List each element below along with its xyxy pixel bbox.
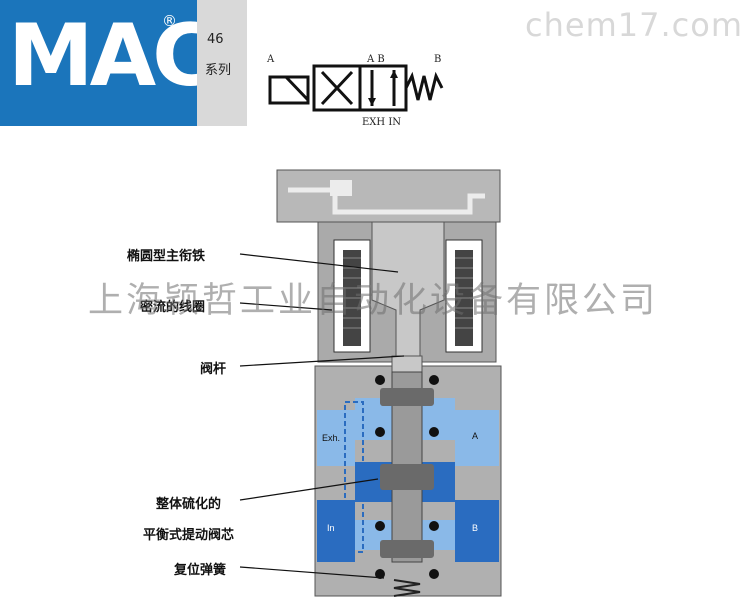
solenoid-housing bbox=[317, 221, 497, 363]
mac-logo: MAC ® bbox=[0, 0, 215, 126]
symbol-port-ab: A B bbox=[366, 54, 385, 65]
series-number: 46 bbox=[207, 32, 224, 47]
symbol-exh-in: EXH IN bbox=[362, 117, 401, 128]
callout-spool-line2: 平衡式提动阀芯 bbox=[143, 528, 235, 543]
port-in bbox=[317, 500, 355, 562]
callout-spool-line1: 整体硫化的 bbox=[156, 497, 222, 512]
port-label-b: B bbox=[472, 523, 478, 533]
port-b bbox=[455, 500, 499, 562]
port-a bbox=[455, 410, 499, 466]
port-label-a: A bbox=[472, 431, 478, 441]
callout-spring: 复位弹簧 bbox=[174, 563, 227, 578]
valve-body bbox=[314, 355, 502, 597]
callout-armature: 椭圆型主衔铁 bbox=[127, 249, 206, 264]
port-label-exh: Exh. bbox=[322, 433, 340, 443]
registered-mark: ® bbox=[162, 12, 177, 30]
symbol-port-a-left: A bbox=[266, 54, 275, 65]
callout-stem: 阀杆 bbox=[200, 362, 227, 377]
series-box: 46 系列 bbox=[197, 0, 247, 126]
logo-text: MAC bbox=[8, 6, 215, 106]
pilot-cap bbox=[276, 169, 501, 223]
symbol-port-b-right: B bbox=[434, 54, 441, 65]
watermark-middle: 上海颖哲工业自动化设备有限公司 bbox=[88, 281, 659, 321]
callout-coil: 密流的线圈 bbox=[140, 300, 206, 315]
valve-symbol bbox=[268, 64, 444, 112]
port-label-in: In bbox=[327, 523, 335, 533]
port-exh bbox=[317, 410, 355, 466]
watermark-top: chem17.com bbox=[525, 6, 743, 44]
series-label: 系列 bbox=[205, 63, 232, 78]
